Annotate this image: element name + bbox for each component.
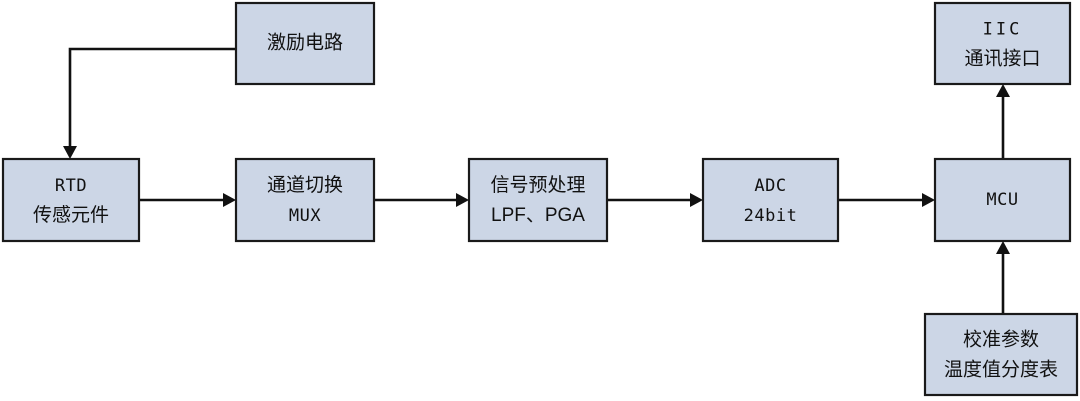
connector-excitation-to-rtd-line (68, 47, 236, 152)
adc-24bit-label-line1: ADC (754, 176, 786, 196)
signal-preprocessing-label-line1: 信号预处理 (490, 174, 585, 196)
connector-adc-to-mcu-arrowhead-icon (922, 193, 935, 207)
node-mcu[interactable]: MCU (933, 157, 1072, 243)
channel-switch-mux-box[interactable] (234, 157, 376, 243)
node-excitation-circuit[interactable]: 激励电路 (234, 1, 376, 86)
calibration-parameter-table-label-line1: 校准参数 (963, 329, 1039, 351)
connector-adc-to-mcu (838, 193, 935, 207)
mcu-label-line1: MCU (986, 190, 1018, 210)
adc-24bit-label-line2: 24bit (744, 206, 798, 226)
mcu-box[interactable] (933, 157, 1072, 243)
connector-preprocessing-to-adc (607, 193, 703, 207)
connector-calibration-to-mcu (996, 241, 1010, 314)
connector-mux-to-preprocessing (374, 193, 469, 207)
connector-preprocessing-to-adc-arrowhead-icon (690, 193, 703, 207)
node-rtd-sensor-element[interactable]: RTD 传感元件 (1, 157, 141, 243)
connector-excitation-to-rtd-arrowhead-icon (63, 146, 77, 159)
connector-rtd-to-mux-arrowhead-icon (223, 193, 236, 207)
node-adc-24bit[interactable]: ADC 24bit (701, 157, 840, 243)
connector-mcu-to-iic-arrowhead-icon (996, 84, 1010, 97)
node-iic-communication-interface[interactable]: IIC 通讯接口 (933, 1, 1072, 86)
connector-mcu-to-iic (996, 84, 1010, 159)
node-signal-preprocessing[interactable]: 信号预处理 LPF、PGA (467, 157, 609, 243)
iic-communication-interface-label-line2: 通讯接口 (964, 48, 1040, 70)
excitation-circuit-label-line1: 激励电路 (267, 32, 343, 54)
connectors-layer (63, 47, 1010, 314)
connector-calibration-to-mcu-arrowhead-icon (996, 241, 1010, 254)
connector-rtd-to-mux (139, 193, 236, 207)
node-channel-switch-mux[interactable]: 通道切换 MUX (234, 157, 376, 243)
rtd-sensor-element-label-line1: RTD (55, 176, 87, 196)
channel-switch-mux-label-line2: MUX (289, 206, 321, 226)
rtd-sensor-element-box[interactable] (1, 157, 141, 243)
connector-mux-to-preprocessing-arrowhead-icon (456, 193, 469, 207)
excitation-circuit-box[interactable] (234, 1, 376, 86)
adc-24bit-box[interactable] (701, 157, 840, 243)
connector-excitation-to-rtd (63, 47, 236, 159)
rtd-sensor-element-label-line2: 传感元件 (33, 204, 109, 226)
signal-preprocessing-label-line2: LPF、PGA (491, 205, 585, 226)
iic-communication-interface-box[interactable] (933, 1, 1072, 86)
calibration-parameter-table-label-line2: 温度值分度表 (944, 359, 1058, 381)
calibration-parameter-table-box[interactable] (923, 312, 1079, 397)
channel-switch-mux-label-line1: 通道切换 (267, 174, 343, 196)
iic-communication-interface-label-line1: IIC (983, 20, 1023, 40)
signal-preprocessing-box[interactable] (467, 157, 609, 243)
